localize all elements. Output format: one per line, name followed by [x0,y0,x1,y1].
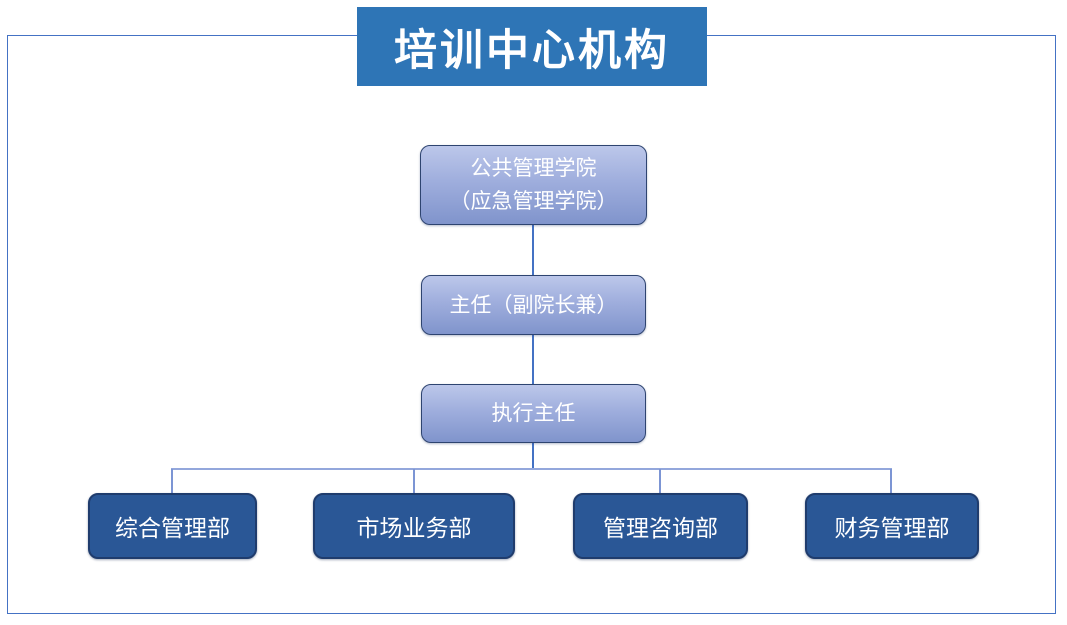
node-dept-general-management: 综合管理部 [88,493,257,559]
node-dept-general-management-label: 综合管理部 [115,516,230,542]
connector-executive-tree [532,442,534,469]
node-director-label: 主任（副院长兼） [449,292,618,317]
connector-drop-dept-2 [413,469,415,494]
node-executive-director-label: 执行主任 [491,401,576,425]
node-executive-director: 执行主任 [421,384,646,443]
node-director: 主任（副院长兼） [421,275,646,335]
connector-drop-dept-4 [890,469,892,494]
node-dept-management-consulting-label: 管理咨询部 [603,516,718,542]
node-college-line1: 公共管理学院 [470,156,597,180]
connector-tree-horizontal [171,468,892,470]
node-college-line2: （应急管理学院） [449,189,618,213]
node-dept-finance-management-label: 财务管理部 [834,516,950,542]
connector-drop-dept-3 [659,469,661,494]
connector-director-executive [532,334,534,385]
title-banner: 培训中心机构 [357,7,707,86]
node-college: 公共管理学院 （应急管理学院） [420,145,647,225]
node-dept-market-business: 市场业务部 [313,493,515,559]
node-dept-finance-management: 财务管理部 [805,493,979,559]
page-title: 培训中心机构 [394,26,670,75]
node-dept-market-business-label: 市场业务部 [356,516,472,542]
node-dept-management-consulting: 管理咨询部 [573,493,748,559]
connector-root-director [532,224,534,276]
connector-drop-dept-1 [171,469,173,494]
